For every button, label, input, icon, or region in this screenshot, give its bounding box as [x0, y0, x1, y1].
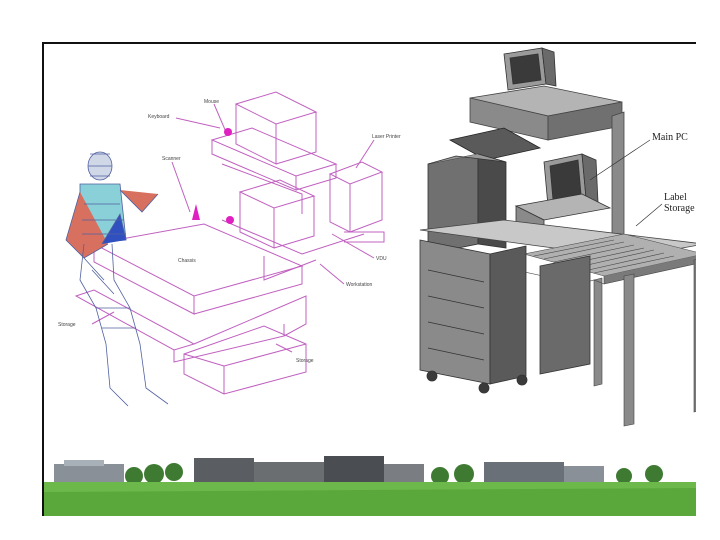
monitor-box-outline [234, 91, 318, 125]
top-monitor [503, 47, 557, 91]
keyboard-label: Keyboard [148, 114, 170, 120]
cad-workstation-model [419, 47, 696, 427]
campus-trees [125, 463, 663, 485]
storage-box-outline [183, 325, 307, 395]
mouse-label: Mouse [204, 99, 220, 105]
campus-buildings [54, 456, 604, 484]
storage-left-label: Storage [58, 322, 76, 328]
label-storage-label-line2: Storage [664, 203, 695, 214]
keyboard-marker [226, 216, 234, 224]
campus-photo-banner [44, 452, 696, 516]
scanner-marker [192, 204, 200, 220]
chassis-label: Chassis [178, 258, 196, 264]
main-pc-label: Main PC [652, 132, 688, 143]
mesh-human-figure [65, 151, 169, 407]
mouse-marker [224, 128, 232, 136]
cad-keyboard [448, 127, 542, 161]
workstation-label: Workstation [346, 282, 373, 288]
cad-drawer-cabinet [419, 239, 528, 394]
wireframe-workstation-diagram [65, 91, 385, 407]
scanner-label: Scanner [162, 156, 181, 162]
label-storage-grid [505, 233, 696, 427]
laser-printer-label: Laser Printer [372, 134, 401, 140]
laser-printer-outline [328, 161, 384, 185]
slide-frame: Mouse Keyboard Laser Printer Scanner Cha… [42, 42, 696, 516]
storage-bottom-label: Storage [296, 358, 314, 364]
label-storage-label-line1: Label [664, 192, 687, 203]
vdu-label: VDU [376, 256, 387, 262]
